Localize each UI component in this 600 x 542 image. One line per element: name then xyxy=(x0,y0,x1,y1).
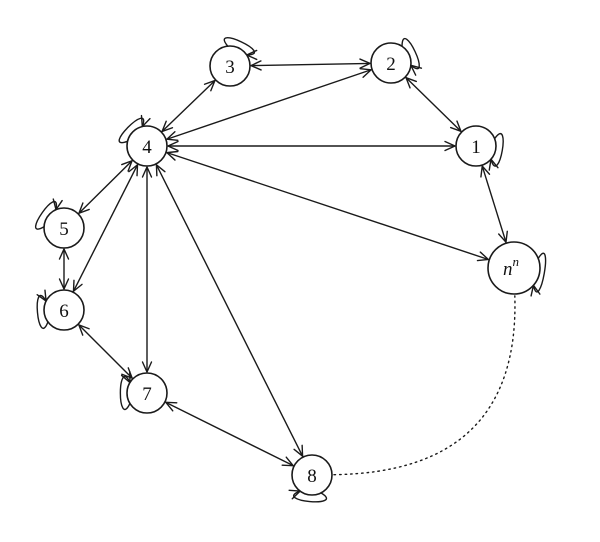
edge-4-6 xyxy=(72,164,139,292)
node-8: 8 xyxy=(291,454,333,496)
edge-3-2 xyxy=(250,58,371,71)
edge-8-n xyxy=(333,295,516,476)
node-circle xyxy=(455,125,497,167)
edge-4-8 xyxy=(155,164,304,457)
node-circle xyxy=(43,289,85,331)
node-label: 1 xyxy=(471,137,481,158)
self-loop-n xyxy=(530,252,547,297)
self-loop-8 xyxy=(288,489,328,503)
node-1: 1 xyxy=(455,125,497,167)
edge-4-3 xyxy=(161,79,216,133)
node-label: 5 xyxy=(59,219,69,240)
edges-layer xyxy=(58,58,516,476)
node-5: 5 xyxy=(43,207,85,249)
edge-1-n xyxy=(480,165,508,243)
self-loop-6 xyxy=(36,289,49,330)
node-7: 7 xyxy=(126,372,168,414)
node-circle xyxy=(487,241,541,295)
node-circle xyxy=(126,372,168,414)
node-label: 2 xyxy=(386,54,396,75)
edge-4-2 xyxy=(166,68,372,141)
node-label: 8 xyxy=(307,466,317,487)
node-circle xyxy=(291,454,333,496)
node-label: nn xyxy=(503,254,519,280)
node-circle xyxy=(43,207,85,249)
node-6: 6 xyxy=(43,289,85,331)
self-loops-layer xyxy=(34,37,547,503)
self-loop-7 xyxy=(119,370,131,411)
edge-4-5 xyxy=(78,160,133,214)
edge-7-8 xyxy=(165,401,294,467)
node-label: 4 xyxy=(142,137,152,158)
self-loop-4 xyxy=(118,114,151,144)
node-circle xyxy=(370,42,412,84)
self-loop-5 xyxy=(34,198,63,230)
node-4: 4 xyxy=(126,125,168,167)
node-2: 2 xyxy=(370,42,412,84)
nodes-layer: 1 2 3 4 5 6 7 8 nn xyxy=(43,42,541,496)
self-loop-3 xyxy=(223,37,258,61)
node-circle xyxy=(209,45,251,87)
node-label-superscript: n xyxy=(513,254,520,269)
self-loop-2 xyxy=(401,37,423,76)
edge-2-1 xyxy=(405,76,462,133)
edge-6-7 xyxy=(78,324,133,379)
node-label: 6 xyxy=(59,301,69,322)
node-3: 3 xyxy=(209,45,251,87)
node-circle xyxy=(126,125,168,167)
node-n: nn xyxy=(487,241,541,295)
node-label: 7 xyxy=(142,384,152,405)
self-loop-1 xyxy=(488,132,504,171)
node-label: 3 xyxy=(225,57,235,78)
edge-4-n xyxy=(166,150,490,262)
